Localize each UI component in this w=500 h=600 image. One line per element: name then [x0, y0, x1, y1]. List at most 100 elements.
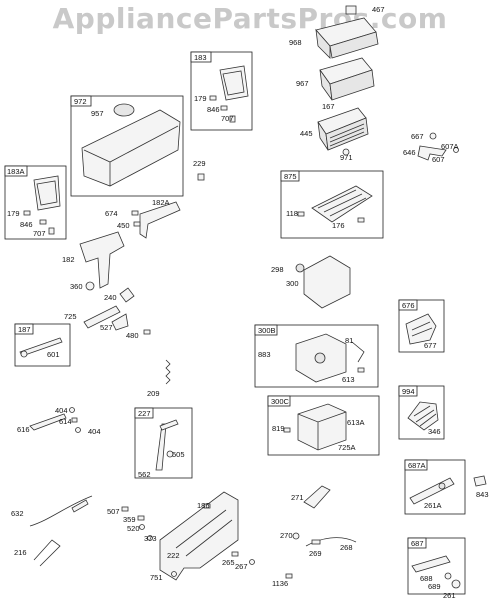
box-687-tab — [407, 537, 427, 549]
label-404a: 404 — [55, 406, 68, 415]
label-182A: 182A — [152, 198, 170, 207]
screw-846b — [39, 219, 47, 225]
control-bracket — [159, 491, 239, 581]
screw-176 — [357, 217, 365, 223]
box-300C-frame — [267, 395, 380, 456]
screw-118 — [297, 211, 305, 217]
screw-674 — [131, 210, 139, 216]
box-227: 227 505 562 — [134, 407, 193, 479]
box-972-tab — [70, 95, 92, 107]
muffler-300 — [303, 255, 351, 309]
box-687A-tab — [404, 459, 428, 471]
box-183A-title: 183A — [7, 167, 25, 176]
part-229 — [197, 173, 205, 181]
gasket-183 — [219, 65, 249, 101]
box-183A-frame — [4, 165, 67, 240]
filter-front — [325, 117, 369, 151]
label-601: 601 — [47, 350, 60, 359]
label-846b: 846 — [20, 220, 33, 229]
air-filter-cartridge — [317, 107, 369, 156]
box-875-tab — [280, 170, 300, 182]
spring-81 — [351, 341, 365, 363]
label-450: 450 — [117, 221, 130, 230]
box-994-title: 994 — [402, 387, 415, 396]
screw-607A — [453, 147, 459, 153]
box-227-title: 227 — [138, 409, 151, 418]
box-183-tab — [190, 51, 212, 63]
label-957: 957 — [91, 109, 104, 118]
box-875-frame — [280, 170, 384, 239]
label-268: 268 — [340, 543, 353, 552]
bracket-687A-hole — [438, 482, 446, 490]
label-270: 270 — [280, 531, 293, 540]
label-725A: 725A — [338, 443, 356, 452]
screen-994 — [407, 401, 439, 431]
box-300C-tab — [267, 395, 291, 407]
clamp-527 — [111, 313, 129, 331]
bracket-607-assembly — [417, 132, 459, 161]
box-187-tab — [14, 323, 34, 335]
cover-front — [329, 31, 379, 59]
label-373: 373 — [144, 534, 157, 543]
screw-507 — [121, 506, 129, 512]
muffler-300B-port — [314, 352, 326, 364]
label-674: 674 — [105, 209, 118, 218]
label-404b: 404 — [88, 427, 101, 436]
fuel-tank — [81, 109, 181, 187]
label-613: 613 — [342, 375, 355, 384]
label-967: 967 — [296, 79, 309, 88]
label-646: 646 — [403, 148, 416, 157]
box-187: 187 601 — [14, 323, 71, 367]
label-819: 819 — [272, 424, 285, 433]
label-360: 360 — [70, 282, 83, 291]
clip-467 — [345, 5, 357, 15]
label-688: 688 — [420, 574, 433, 583]
bracket-607 — [417, 145, 447, 161]
box-300B: 300B 883 81 613 — [254, 324, 379, 388]
control-bracket-assembly — [121, 491, 255, 581]
label-176: 176 — [332, 221, 345, 230]
box-300C-title: 300C — [271, 397, 290, 406]
linkage-616 — [29, 413, 67, 431]
label-607: 607 — [432, 155, 445, 164]
box-227-frame — [134, 407, 193, 479]
watermark-logo: AppliancePartsPros.com — [52, 2, 448, 35]
pre-cleaner — [319, 57, 375, 101]
fuel-tank-edges — [83, 125, 179, 186]
label-527: 527 — [100, 323, 113, 332]
washer-261 — [451, 579, 461, 589]
label-186: 186 — [197, 501, 210, 510]
screw-359 — [137, 515, 145, 521]
label-480: 480 — [126, 331, 139, 340]
nut-373 — [147, 535, 153, 541]
lever-271 — [303, 485, 331, 509]
spring-209 — [165, 359, 171, 385]
label-520: 520 — [127, 524, 140, 533]
label-265: 265 — [222, 558, 235, 567]
box-300C: 300C 819 613A 725A — [267, 395, 380, 456]
gasket-183A-inner — [36, 180, 58, 206]
box-676-title: 676 — [402, 301, 415, 310]
label-677: 677 — [424, 341, 437, 350]
part-843 — [473, 475, 487, 487]
box-994-frame — [398, 385, 445, 440]
box-687-title: 687 — [411, 539, 424, 548]
screen-994-mesh — [413, 405, 437, 427]
cable-268 — [305, 537, 357, 547]
box-187-title: 187 — [18, 325, 31, 334]
muffler-300C-edges — [297, 411, 347, 450]
label-271: 271 — [291, 493, 304, 502]
label-118: 118 — [286, 209, 298, 218]
label-968: 968 — [289, 38, 302, 47]
label-607A: 607A — [441, 142, 459, 151]
gasket-298 — [295, 263, 305, 273]
nut-689 — [444, 572, 452, 580]
label-843: 843 — [476, 490, 489, 499]
label-467: 467 — [372, 5, 385, 14]
washer-520 — [139, 524, 145, 530]
box-183: 183 179 846 707 — [190, 51, 253, 131]
label-971: 971 — [340, 153, 353, 162]
box-300B-tab — [254, 324, 278, 336]
control-bracket-edges — [175, 509, 233, 557]
box-875-title: 875 — [284, 172, 297, 181]
